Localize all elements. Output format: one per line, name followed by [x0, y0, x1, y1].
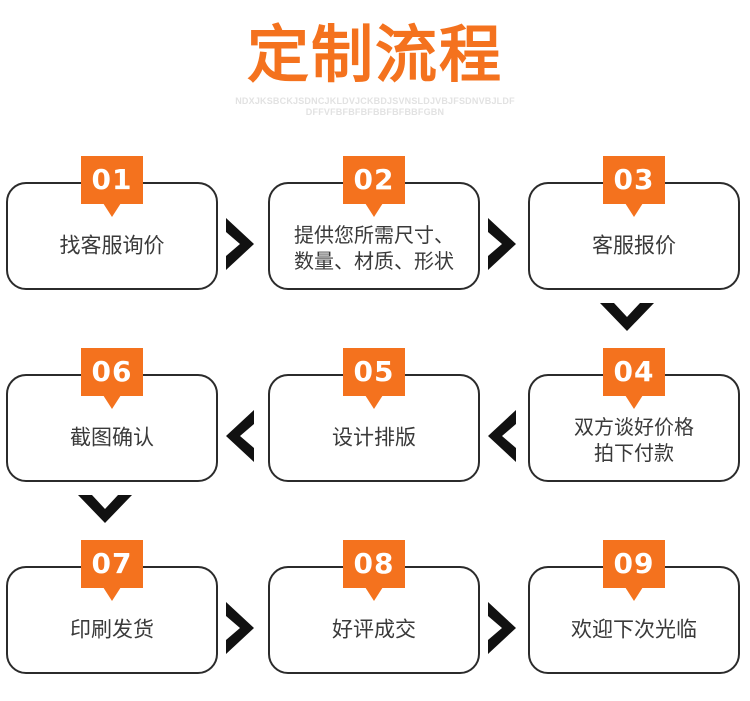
badge-pointer-icon [365, 203, 383, 217]
step-number-09: 09 [613, 547, 655, 580]
step-label-02: 提供您所需尺寸、 数量、材质、形状 [294, 223, 454, 273]
step-number-badge-01: 01 [81, 156, 143, 217]
badge-pointer-icon [365, 587, 383, 601]
arrow-right-icon-08-to-09 [484, 602, 520, 654]
flow-row-3: 07 印刷发货 08 好评成交 09 [0, 532, 750, 682]
subtitle-block: NDXJKSBCKJSDNCJKLDVJCKBDJSVNSLDJVBJFSDNV… [0, 96, 750, 118]
step-number-04: 04 [613, 355, 655, 388]
step-label-05: 设计排版 [332, 425, 416, 450]
flow-step-01[interactable]: 01 找客服询价 [6, 156, 218, 290]
arrow-down-icon-03-to-04 [600, 300, 654, 336]
badge-pointer-icon [625, 203, 643, 217]
subtitle-line-2: DFFVFBFBFBFBBFBFBBFGBN [305, 107, 445, 117]
step-number-06: 06 [91, 355, 133, 388]
step-number-05: 05 [353, 355, 395, 388]
arrow-right-icon-01-to-02 [222, 218, 258, 270]
arrow-down-icon-06-to-07 [78, 492, 132, 528]
step-number-badge-08: 08 [343, 540, 405, 601]
badge-pointer-icon [365, 395, 383, 409]
flow-step-04[interactable]: 04 双方谈好价格 拍下付款 [528, 348, 740, 482]
step-label-09: 欢迎下次光临 [571, 617, 697, 642]
step-number-07: 07 [91, 547, 133, 580]
step-label-07: 印刷发货 [70, 617, 154, 642]
badge-pointer-icon [103, 395, 121, 409]
step-number-badge-05: 05 [343, 348, 405, 409]
flow-step-09[interactable]: 09 欢迎下次光临 [528, 540, 740, 674]
arrow-right-icon-02-to-03 [484, 218, 520, 270]
step-label-04: 双方谈好价格 拍下付款 [574, 415, 694, 465]
flow-diagram: 01 找客服询价 02 提供您所需尺寸、 数量、材质、形状 03 [0, 148, 750, 682]
flow-row-1: 01 找客服询价 02 提供您所需尺寸、 数量、材质、形状 03 [0, 148, 750, 331]
badge-pointer-icon [625, 395, 643, 409]
step-number-badge-09: 09 [603, 540, 665, 601]
step-number-badge-07: 07 [81, 540, 143, 601]
page-title: 定制流程 [246, 18, 503, 91]
arrow-left-icon-04-to-05 [484, 410, 520, 462]
step-number-02: 02 [353, 163, 395, 196]
step-number-badge-06: 06 [81, 348, 143, 409]
step-number-badge-04: 04 [603, 348, 665, 409]
flow-step-05[interactable]: 05 设计排版 [268, 348, 480, 482]
step-number-badge-02: 02 [343, 156, 405, 217]
step-label-01: 找客服询价 [59, 233, 165, 258]
step-label-06: 截图确认 [70, 425, 154, 450]
arrow-left-icon-05-to-06 [222, 410, 258, 462]
step-number-01: 01 [91, 163, 133, 196]
step-label-08: 好评成交 [332, 617, 416, 642]
subtitle-line-1: NDXJKSBCKJSDNCJKLDVJCKBDJSVNSLDJVBJFSDNV… [235, 96, 515, 106]
page-header: 定制流程 NDXJKSBCKJSDNCJKLDVJCKBDJSVNSLDJVBJ… [0, 0, 750, 118]
badge-pointer-icon [103, 203, 121, 217]
flow-step-03[interactable]: 03 客服报价 [528, 156, 740, 290]
step-number-08: 08 [353, 547, 395, 580]
step-number-badge-03: 03 [603, 156, 665, 217]
step-number-03: 03 [613, 163, 655, 196]
flow-step-07[interactable]: 07 印刷发货 [6, 540, 218, 674]
badge-pointer-icon [625, 587, 643, 601]
flow-step-06[interactable]: 06 截图确认 [6, 348, 218, 482]
flow-row-2: 06 截图确认 05 设计排版 04 [0, 340, 750, 523]
badge-pointer-icon [103, 587, 121, 601]
arrow-right-icon-07-to-08 [222, 602, 258, 654]
flow-step-08[interactable]: 08 好评成交 [268, 540, 480, 674]
step-label-03: 客服报价 [592, 233, 676, 258]
flow-step-02[interactable]: 02 提供您所需尺寸、 数量、材质、形状 [268, 156, 480, 290]
